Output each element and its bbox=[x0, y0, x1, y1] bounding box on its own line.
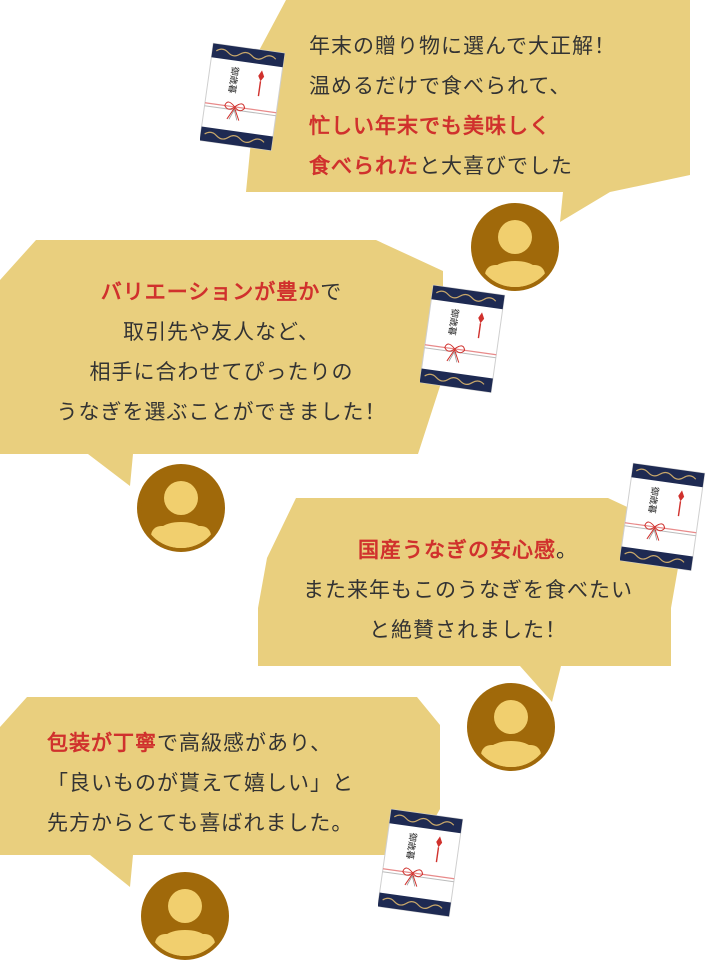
highlight-text: 忙しい年末でも美味しく bbox=[309, 114, 551, 138]
body-text: 相手に合わせてぴったりの bbox=[89, 360, 354, 384]
gift-card-3: 御歳暮 bbox=[619, 462, 706, 578]
noshi-gift-card-icon: 御歳暮 bbox=[419, 284, 506, 393]
speech-bubble-shape bbox=[246, 0, 690, 222]
testimonial-line: 温めるだけで食べられて、 bbox=[309, 66, 616, 106]
highlight-text: 包装が丁寧 bbox=[47, 731, 157, 755]
gift-card-label: 御歳暮 bbox=[646, 486, 662, 514]
user-avatar-3 bbox=[467, 683, 555, 775]
gift-card-1: 御歳暮 bbox=[199, 42, 286, 158]
speech-bubble-shape bbox=[258, 498, 678, 702]
noshi-gift-card-icon: 御歳暮 bbox=[377, 808, 464, 917]
highlight-text: 国産うなぎの安心感 bbox=[358, 538, 556, 562]
user-avatar-4 bbox=[141, 872, 229, 964]
testimonial-line: うなぎを選ぶことができました！ bbox=[0, 392, 443, 432]
noshi-gift-card-icon: 御歳暮 bbox=[199, 42, 286, 151]
body-text: また来年もこのうなぎを食べたい bbox=[303, 578, 633, 602]
speech-bubble-shape bbox=[0, 240, 443, 486]
body-text: 年末の贈り物に選んで大正解！ bbox=[309, 34, 616, 58]
user-avatar-2 bbox=[137, 464, 225, 556]
body-text: と絶賛されました！ bbox=[369, 618, 567, 642]
testimonial-text-2: バリエーションが豊かで取引先や友人など、相手に合わせてぴったりのうなぎを選ぶこと… bbox=[0, 272, 443, 432]
gift-card-label: 御歳暮 bbox=[226, 66, 242, 94]
testimonial-text-3: 国産うなぎの安心感。また来年もこのうなぎを食べたいと絶賛されました！ bbox=[258, 530, 678, 650]
highlight-text: 食べられた bbox=[309, 154, 419, 178]
user-avatar-icon bbox=[471, 203, 559, 291]
testimonial-line: 相手に合わせてぴったりの bbox=[0, 352, 443, 392]
testimonial-line: 忙しい年末でも美味しく bbox=[309, 106, 616, 146]
user-avatar-1 bbox=[471, 203, 559, 295]
testimonial-line: 国産うなぎの安心感。 bbox=[258, 530, 678, 570]
testimonial-line: また来年もこのうなぎを食べたい bbox=[258, 570, 678, 610]
speech-bubble-shape bbox=[0, 697, 440, 887]
testimonial-line: 食べられたと大喜びでした bbox=[309, 146, 616, 186]
testimonial-bubble-4: 包装が丁寧で高級感があり、「良いものが貰えて嬉しい」と先方からとても喜ばれました… bbox=[0, 697, 440, 887]
testimonial-line: 取引先や友人など、 bbox=[0, 312, 443, 352]
testimonial-bubble-3: 国産うなぎの安心感。また来年もこのうなぎを食べたいと絶賛されました！ bbox=[258, 498, 678, 702]
body-text: で高級感があり、 bbox=[157, 731, 333, 755]
testimonial-line: 「良いものが貰えて嬉しい」と bbox=[47, 763, 354, 803]
body-text: 温めるだけで食べられて、 bbox=[309, 74, 572, 98]
testimonial-bubble-1: 年末の贈り物に選んで大正解！温めるだけで食べられて、忙しい年末でも美味しく食べら… bbox=[246, 0, 690, 222]
gift-card-label: 御歳暮 bbox=[404, 832, 420, 860]
body-text: うなぎを選ぶことができました！ bbox=[56, 400, 387, 424]
testimonial-text-1: 年末の贈り物に選んで大正解！温めるだけで食べられて、忙しい年末でも美味しく食べら… bbox=[309, 26, 616, 186]
body-text: 先方からとても喜ばれました。 bbox=[47, 811, 354, 835]
body-text: 「良いものが貰えて嬉しい」と bbox=[47, 771, 354, 795]
testimonial-line: バリエーションが豊かで bbox=[0, 272, 443, 312]
testimonial-line: 包装が丁寧で高級感があり、 bbox=[47, 723, 354, 763]
body-text: 。 bbox=[556, 538, 578, 562]
testimonial-line: と絶賛されました！ bbox=[258, 610, 678, 650]
user-avatar-icon bbox=[467, 683, 555, 771]
testimonial-line: 先方からとても喜ばれました。 bbox=[47, 803, 354, 843]
highlight-text: バリエーションが豊か bbox=[100, 280, 321, 304]
testimonial-bubble-2: バリエーションが豊かで取引先や友人など、相手に合わせてぴったりのうなぎを選ぶこと… bbox=[0, 240, 443, 486]
gift-card-label: 御歳暮 bbox=[446, 308, 462, 336]
body-text: で bbox=[320, 280, 343, 304]
testimonial-line: 年末の贈り物に選んで大正解！ bbox=[309, 26, 616, 66]
gift-card-2: 御歳暮 bbox=[419, 284, 506, 400]
testimonial-text-4: 包装が丁寧で高級感があり、「良いものが貰えて嬉しい」と先方からとても喜ばれました… bbox=[47, 723, 354, 843]
body-text: 取引先や友人など、 bbox=[123, 320, 320, 344]
gift-card-4: 御歳暮 bbox=[377, 808, 464, 924]
body-text: と大喜びでした bbox=[419, 154, 573, 178]
user-avatar-icon bbox=[141, 872, 229, 960]
noshi-gift-card-icon: 御歳暮 bbox=[619, 462, 706, 571]
user-avatar-icon bbox=[137, 464, 225, 552]
